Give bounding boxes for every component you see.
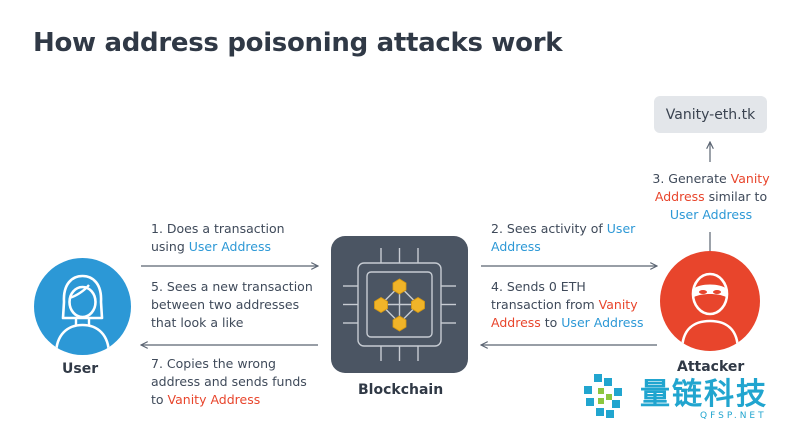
step-4-text: 4. Sends 0 ETH transaction from Vanity A…	[491, 279, 644, 330]
user-avatar-icon	[54, 274, 111, 355]
user-label: User	[62, 361, 99, 377]
watermark-subtext: QFSP.NET	[700, 411, 767, 421]
vanity-eth-box: Vanity-eth.tk	[654, 96, 767, 133]
watermark-text: 量链科技	[640, 377, 768, 412]
blockchain-chip-icon	[343, 248, 456, 361]
attacker-label: Attacker	[677, 359, 745, 375]
blockchain-label: Blockchain	[358, 382, 444, 398]
page-title: How address poisoning attacks work	[33, 28, 563, 58]
watermark-logo-icon	[580, 370, 632, 426]
step-1-text: 1. Does a transaction using User Address	[151, 221, 285, 254]
blockchain-chip	[331, 236, 468, 373]
step-5-text: 5. Sees a new transaction between two ad…	[151, 279, 313, 330]
step-3-text: 3. Generate Vanity Address similar to Us…	[652, 171, 770, 222]
masked-attacker-icon	[680, 272, 740, 351]
step-2-text: 2. Sees activity of User Address	[491, 221, 636, 254]
attacker-avatar	[660, 251, 760, 351]
step-7-text: 7. Copies the wrong address and sends fu…	[151, 356, 307, 407]
user-avatar	[34, 258, 131, 355]
